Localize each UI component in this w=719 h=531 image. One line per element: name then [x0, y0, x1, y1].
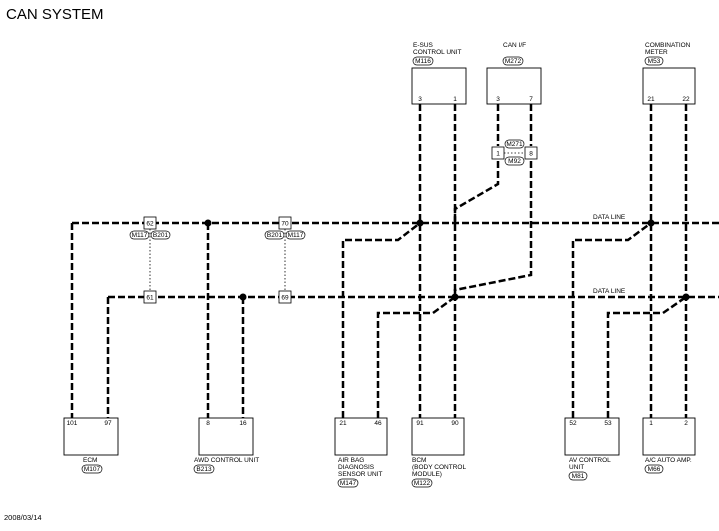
wire-canif-hi-2 [453, 161, 500, 223]
joint-2-lower-pin: 69 [281, 295, 289, 302]
av-name-line2: UNIT [569, 464, 584, 471]
joint-2-upper-pin: 70 [281, 221, 289, 228]
canif-pin-1: 3 [496, 96, 500, 103]
bcm-pin-1: 91 [416, 420, 424, 427]
airbag-name-line1: AIR BAG [338, 457, 364, 464]
joint-1-left-tag: M117 [132, 232, 148, 239]
airbag-pin-1: 21 [339, 420, 347, 427]
awd-pin-2: 16 [239, 420, 247, 427]
unit-esus-control: E-SUS CONTROL UNIT M116 3 1 [411, 42, 467, 105]
joint-1-right-tag: B201 [153, 232, 169, 239]
canif-relay-right-pin: 8 [529, 151, 533, 158]
awd-connector: B213 [196, 466, 212, 473]
ac-connector: M66 [648, 466, 661, 473]
bcm-name-line2: (BODY CONTROL [412, 464, 466, 471]
ac-pin-2: 2 [684, 420, 688, 427]
airbag-box [334, 417, 388, 456]
bcm-pin-2: 90 [451, 420, 459, 427]
canif-relay-connector: 1 8 M271 M92 [491, 139, 538, 166]
wire-av-hi [571, 221, 652, 418]
esus-box [411, 67, 467, 105]
wire-airbag-lo [376, 295, 456, 418]
unit-wires [70, 104, 688, 418]
meter-pin-1: 21 [647, 96, 655, 103]
joint-1-upper-pin: 62 [146, 221, 154, 228]
av-name-line1: AV CONTROL [569, 457, 611, 464]
airbag-pin-2: 46 [374, 420, 382, 427]
canif-name-line1: CAN I/F [503, 42, 526, 49]
ac-name: A/C AUTO AMP. [645, 457, 692, 464]
esus-pin-2: 1 [453, 96, 457, 103]
splice-dot-awd-hi [204, 219, 212, 227]
ac-box [642, 417, 696, 456]
av-box [564, 417, 620, 456]
av-pin-2: 53 [604, 420, 612, 427]
canif-relay-left-pin: 1 [496, 151, 500, 158]
canif-relay-bottom-tag: M92 [508, 158, 521, 165]
esus-connector: M116 [415, 58, 431, 65]
ecm-pin-2: 97 [104, 420, 112, 427]
esus-name-line1: E-SUS [413, 42, 434, 49]
canif-box [486, 67, 542, 105]
joint-2-left-tag: B201 [267, 232, 283, 239]
airbag-name-line3: SENSOR UNIT [338, 471, 382, 478]
meter-box [642, 67, 696, 105]
esus-name-line2: CONTROL UNIT [413, 49, 462, 56]
meter-name-line1: COMBINATION [645, 42, 691, 49]
unit-combination-meter: COMBINATION METER M53 21 22 [642, 42, 696, 105]
splice-dot-esus-hi [416, 219, 424, 227]
wire-av-lo [606, 295, 687, 418]
data-line-label-lower: DATA LINE [593, 288, 626, 295]
airbag-connector: M147 [340, 480, 357, 487]
joint-2-right-tag: M117 [288, 232, 304, 239]
unit-awd-control: 8 16 AWD CONTROL UNIT B213 [193, 417, 259, 474]
unit-bcm: 91 90 BCM (BODY CONTROL MODULE) M122 [411, 417, 466, 488]
splice-dot-meter-lo [682, 293, 690, 301]
splice-dot-esus-lo [451, 293, 459, 301]
bcm-name-line1: BCM [412, 457, 426, 464]
canif-relay-top-tag: M271 [506, 141, 523, 148]
page-title: CAN SYSTEM [6, 6, 104, 23]
esus-pin-1: 3 [418, 96, 422, 103]
wire-canif-lo-2 [453, 161, 533, 297]
ecm-connector: M107 [84, 466, 101, 473]
joint-1-lower-pin: 61 [146, 295, 154, 302]
av-connector: M81 [572, 473, 585, 480]
ecm-name: ECM [83, 457, 97, 464]
splice-dot-awd-lo [239, 293, 247, 301]
wire-airbag-hi [341, 222, 421, 418]
unit-av-control: 52 53 AV CONTROL UNIT M81 [564, 417, 620, 481]
joint-connector-1: 62 M117 B201 61 [129, 216, 171, 304]
ecm-box [63, 417, 119, 456]
meter-pin-2: 22 [682, 96, 690, 103]
data-line-label-upper: DATA LINE [593, 214, 626, 221]
unit-ecm: 101 97 ECM M107 [63, 417, 119, 474]
bus-wires [72, 221, 719, 299]
ac-pin-1: 1 [649, 420, 653, 427]
meter-connector: M53 [648, 58, 661, 65]
awd-name: AWD CONTROL UNIT [194, 457, 259, 464]
bcm-box [411, 417, 465, 456]
awd-pin-1: 8 [206, 420, 210, 427]
av-pin-1: 52 [569, 420, 577, 427]
canif-connector: M272 [505, 58, 522, 65]
unit-airbag-diagnosis: 21 46 AIR BAG DIAGNOSIS SENSOR UNIT M147 [334, 417, 388, 488]
awd-box [198, 417, 254, 456]
bcm-connector: M122 [414, 480, 431, 487]
ecm-pin-1: 101 [67, 420, 78, 427]
canif-pin-2: 7 [529, 96, 533, 103]
bcm-name-line3: MODULE) [412, 471, 442, 478]
unit-ac-auto-amp: 1 2 A/C AUTO AMP. M66 [642, 417, 696, 474]
splice-dot-meter-hi [647, 219, 655, 227]
meter-name-line2: METER [645, 49, 668, 56]
footer-date: 2008/03/14 [4, 513, 42, 522]
joint-connector-2: 70 B201 M117 69 [264, 216, 306, 304]
unit-can-if: CAN I/F M272 3 7 [486, 42, 542, 105]
airbag-name-line2: DIAGNOSIS [338, 464, 375, 471]
